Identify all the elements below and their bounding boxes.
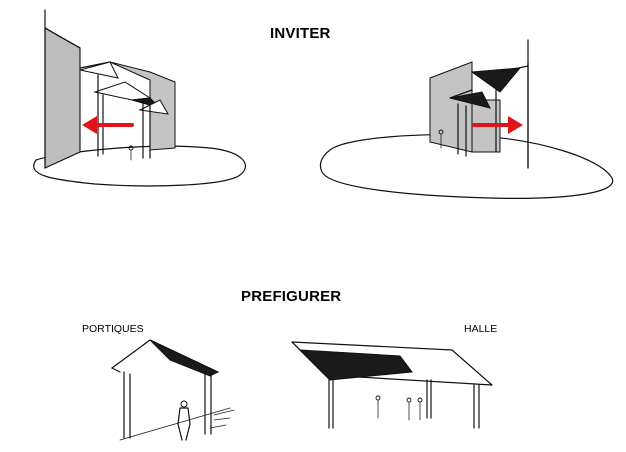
canopy-1 — [79, 61, 119, 79]
sketch-inviter-left — [33, 9, 246, 187]
title-prefigurer: PREFIGURER — [241, 288, 342, 305]
canopy-dark-right-2 — [449, 91, 491, 109]
label-halle: HALLE — [464, 323, 498, 335]
portique-person-head — [180, 400, 188, 408]
halle-person-3 — [417, 397, 423, 421]
portique-ground — [119, 407, 231, 441]
red-arrow-right-icon — [472, 116, 523, 134]
portique-column-right — [204, 371, 212, 435]
red-arrow-left-icon — [82, 116, 134, 134]
ground-ellipse-left — [33, 145, 246, 187]
portique-person-body — [177, 407, 191, 441]
halle-roof-edge — [291, 341, 331, 381]
sketch-inviter-right — [319, 39, 614, 199]
building-block-left — [109, 61, 176, 151]
canopy-edge-2 — [449, 89, 473, 99]
halle-column-2 — [426, 379, 432, 419]
wall-top — [44, 27, 81, 49]
portique-column-left — [123, 371, 131, 439]
wall-left — [44, 27, 81, 169]
title-inviter: INVITER — [270, 25, 331, 42]
sketch-portiques — [111, 339, 235, 441]
halle-person-2 — [406, 397, 412, 421]
canopy-dark-right — [470, 67, 522, 93]
portique-eave — [111, 367, 121, 373]
halle-roof-dark — [298, 349, 413, 381]
portique-ground-hatch — [209, 409, 235, 429]
canopy-edge — [499, 65, 529, 73]
portique-roof-dark — [149, 339, 220, 377]
halle-column-1 — [328, 379, 334, 429]
person-figure — [128, 145, 134, 151]
halle-column-3 — [473, 384, 480, 429]
label-portiques: PORTIQUES — [82, 323, 144, 335]
halle-person-1 — [375, 395, 381, 419]
sketch-halle — [291, 341, 493, 429]
